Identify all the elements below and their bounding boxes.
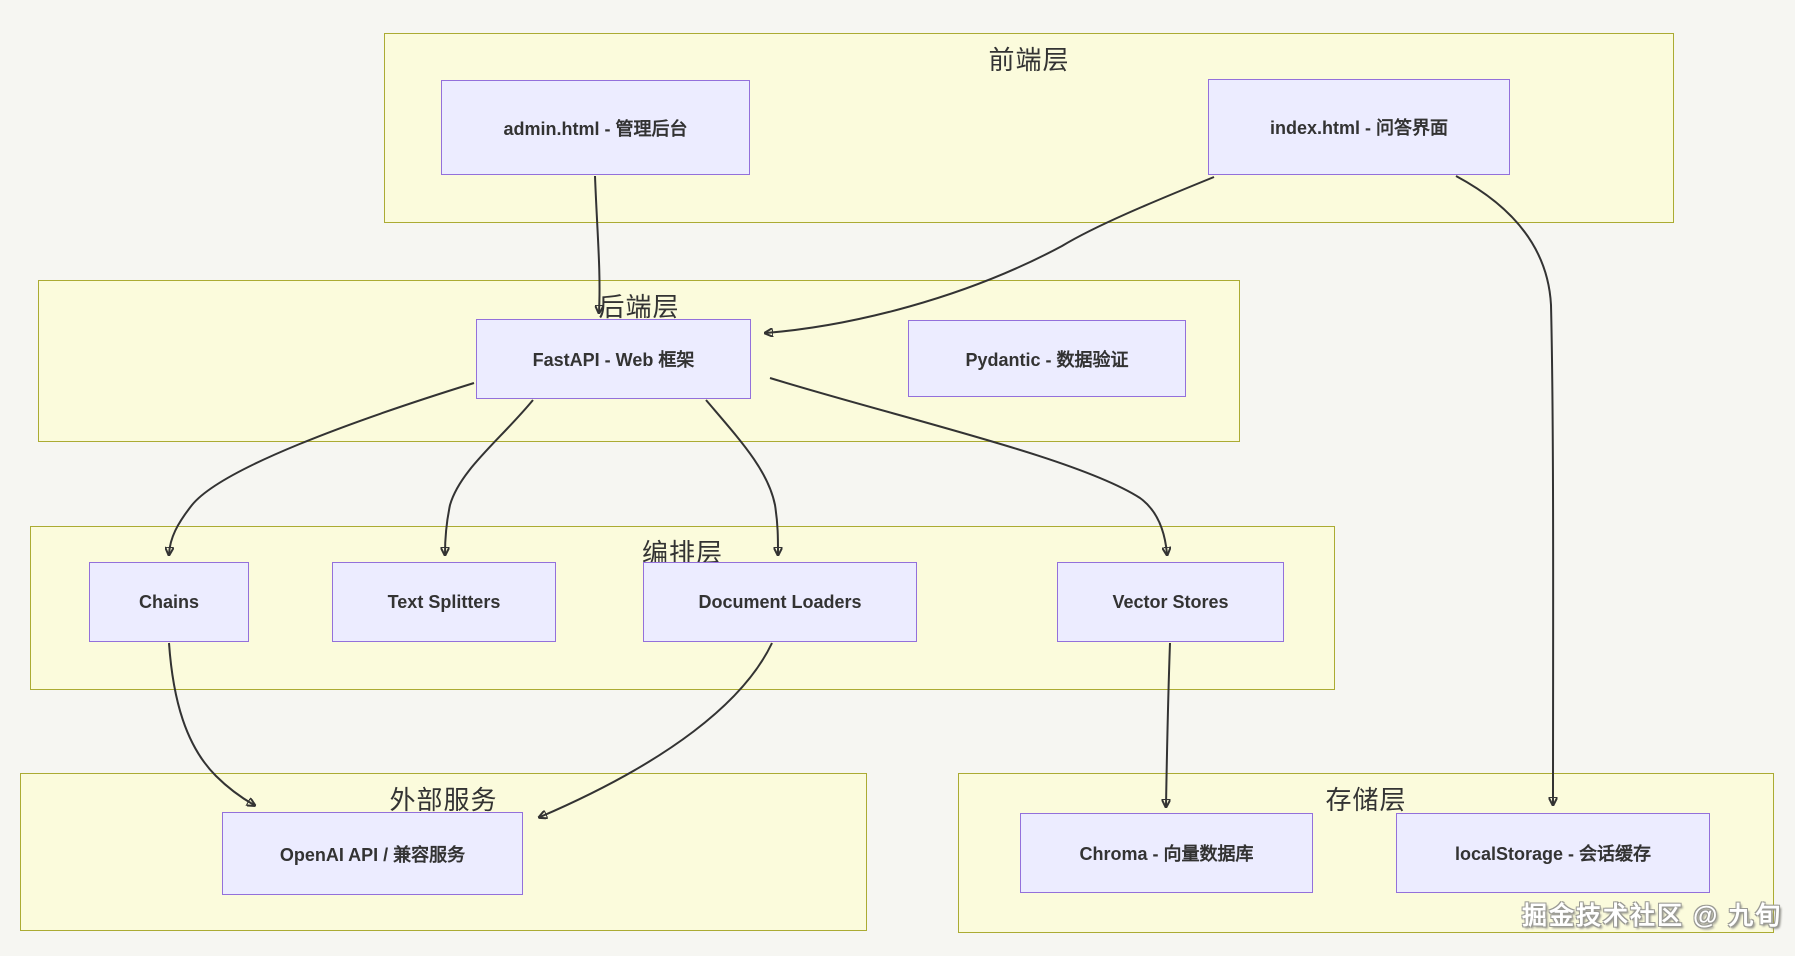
node-chains-label: Chains bbox=[138, 591, 199, 612]
node-pydantic: Pydantic - 数据验证 bbox=[908, 320, 1186, 397]
node-text-splitters: Text Splitters bbox=[332, 562, 556, 642]
layer-storage-title: 存储层 bbox=[1325, 785, 1407, 815]
node-admin-html: admin.html - 管理后台 bbox=[441, 80, 750, 175]
node-openai-api-label: OpenAI API / 兼容服务 bbox=[279, 844, 466, 865]
node-document-loaders: Document Loaders bbox=[643, 562, 917, 642]
node-fastapi-label: FastAPI - Web 框架 bbox=[532, 350, 695, 370]
node-localstorage-label: localStorage - 会话缓存 bbox=[1454, 844, 1652, 864]
node-chroma: Chroma - 向量数据库 bbox=[1020, 813, 1313, 893]
node-pydantic-label: Pydantic - 数据验证 bbox=[965, 349, 1129, 370]
node-chains: Chains bbox=[89, 562, 249, 642]
node-index-html: index.html - 问答界面 bbox=[1208, 79, 1510, 175]
layer-external-services-title: 外部服务 bbox=[389, 785, 498, 815]
node-openai-api: OpenAI API / 兼容服务 bbox=[222, 812, 523, 895]
watermark: 掘金技术社区 @ 九旬 bbox=[1522, 902, 1783, 930]
node-document-loaders-label: Document Loaders bbox=[698, 591, 862, 612]
node-chroma-label: Chroma - 向量数据库 bbox=[1079, 844, 1254, 864]
layer-frontend-title: 前端层 bbox=[988, 45, 1070, 75]
node-text-splitters-label: Text Splitters bbox=[387, 591, 501, 612]
node-vector-stores: Vector Stores bbox=[1057, 562, 1284, 642]
node-vector-stores-label: Vector Stores bbox=[1112, 591, 1229, 612]
layer-backend-title: 后端层 bbox=[598, 292, 680, 322]
edge-index-to-localstorage bbox=[1455, 175, 1553, 804]
node-fastapi: FastAPI - Web 框架 bbox=[476, 319, 751, 399]
node-admin-html-label: admin.html - 管理后台 bbox=[503, 118, 688, 139]
node-localstorage: localStorage - 会话缓存 bbox=[1396, 813, 1710, 893]
node-index-html-label: index.html - 问答界面 bbox=[1269, 118, 1448, 138]
